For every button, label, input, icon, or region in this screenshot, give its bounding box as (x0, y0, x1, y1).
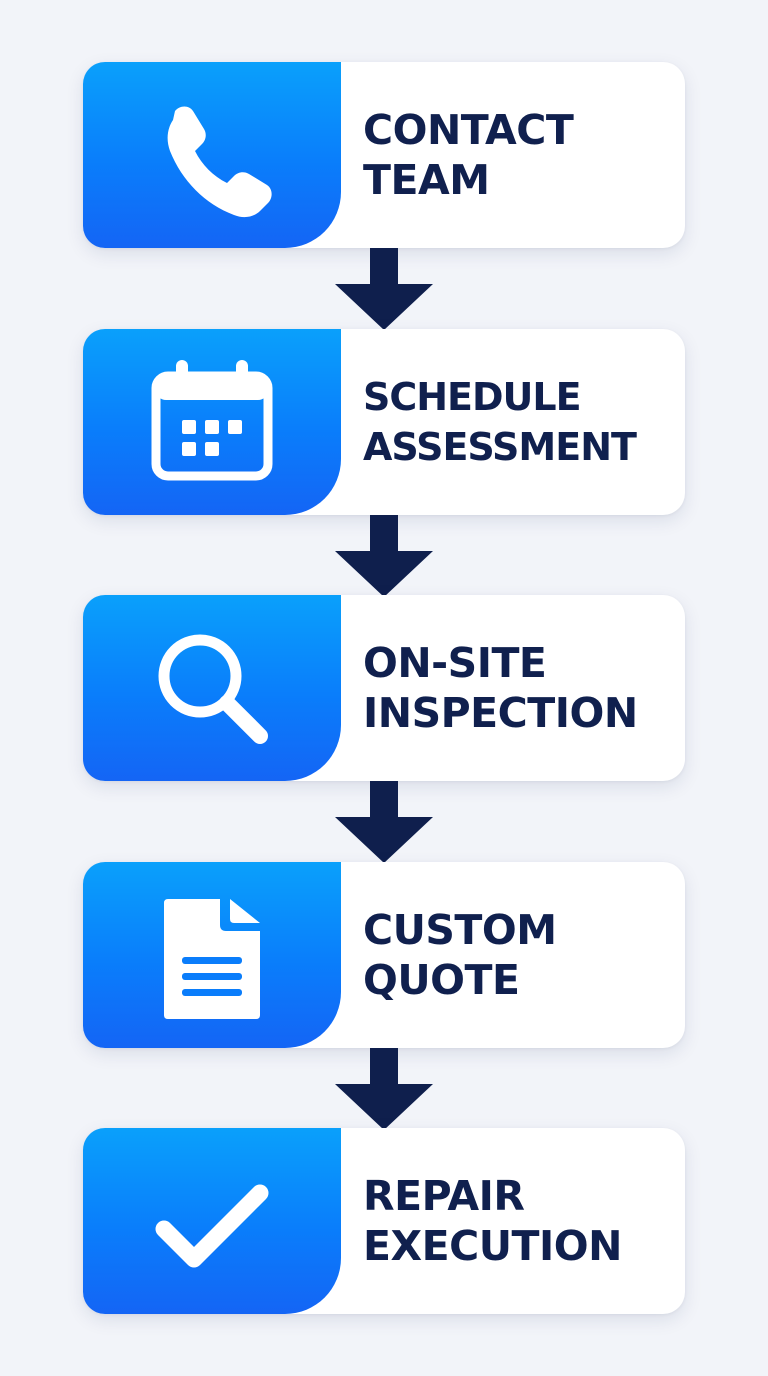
step-label-line1: ON-SITE (363, 639, 547, 687)
step-label: CONTACT TEAM (363, 62, 681, 248)
step-on-site-inspection: ON-SITE INSPECTION (83, 595, 685, 781)
down-arrow-icon (335, 1048, 433, 1130)
step-icon-panel (83, 862, 341, 1048)
magnifier-icon (158, 634, 268, 744)
step-label: SCHEDULE ASSESSMENT (363, 329, 681, 515)
phone-icon (167, 106, 272, 218)
step-label: CUSTOM QUOTE (363, 862, 681, 1048)
down-arrow-icon (335, 248, 433, 330)
down-arrow-icon (335, 515, 433, 597)
step-label-line1: CUSTOM (363, 906, 557, 954)
step-repair-execution: REPAIR EXECUTION (83, 1128, 685, 1314)
step-contact-team: CONTACT TEAM (83, 62, 685, 248)
step-icon-panel (83, 1128, 341, 1314)
step-label-line2: ASSESSMENT (363, 425, 637, 469)
step-label-line2: INSPECTION (363, 689, 638, 737)
step-label-line2: QUOTE (363, 956, 520, 1004)
step-label-line2: TEAM (363, 156, 490, 204)
step-label-line1: SCHEDULE (363, 375, 582, 419)
step-icon-panel (83, 62, 341, 248)
step-label-line1: CONTACT (363, 106, 574, 154)
step-label: REPAIR EXECUTION (363, 1128, 681, 1314)
step-custom-quote: CUSTOM QUOTE (83, 862, 685, 1048)
step-label-line1: REPAIR (363, 1172, 525, 1220)
step-label-line2: EXECUTION (363, 1222, 622, 1270)
down-arrow-icon (335, 781, 433, 863)
document-icon (164, 899, 260, 1019)
step-icon-panel (83, 595, 341, 781)
checkmark-icon (155, 1184, 269, 1268)
step-icon-panel (83, 329, 341, 515)
step-schedule-assessment: SCHEDULE ASSESSMENT (83, 329, 685, 515)
step-label: ON-SITE INSPECTION (363, 595, 681, 781)
calendar-icon (151, 360, 273, 481)
